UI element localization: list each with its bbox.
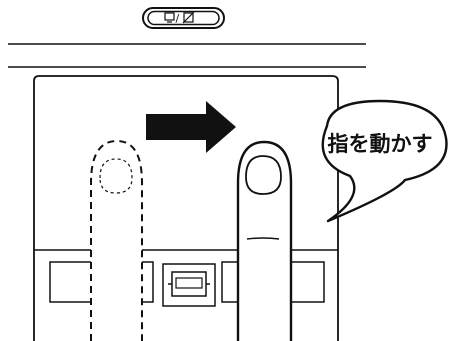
callout-bubble: 指を動かす — [321, 99, 448, 223]
center-sensor — [162, 263, 216, 307]
finger-start-dashed — [90, 139, 143, 341]
swipe-direction-arrow — [146, 101, 236, 153]
touchpad-disable-icon — [182, 11, 195, 24]
monitor-icon — [164, 12, 175, 23]
indicator-separator: / — [176, 12, 180, 25]
callout-text: 指を動かす — [328, 132, 433, 156]
indicator-pill: / — [142, 7, 225, 29]
finger-end — [236, 140, 293, 341]
